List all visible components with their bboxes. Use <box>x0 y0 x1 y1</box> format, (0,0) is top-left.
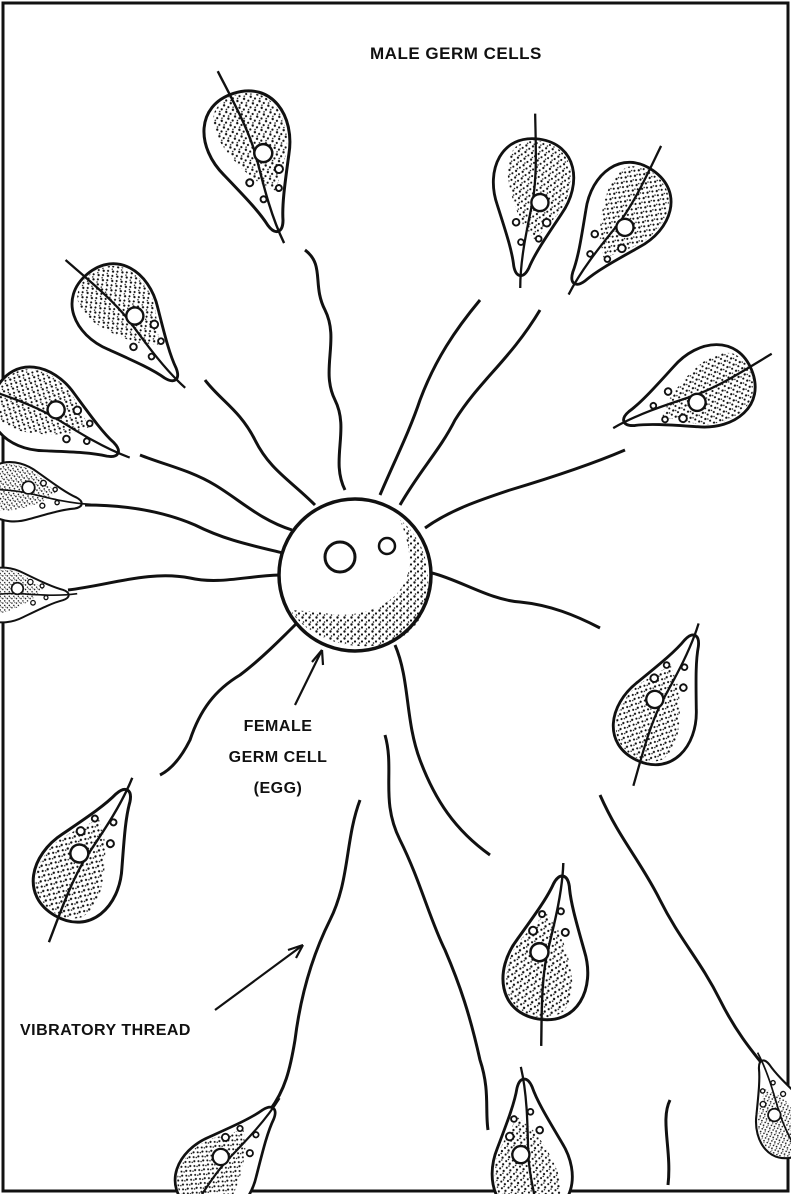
male-cell-7 <box>0 454 96 534</box>
tail-top-right-1 <box>380 300 480 495</box>
tail-lower-right <box>395 645 490 855</box>
vibratory-pointer-line <box>215 945 303 1010</box>
tail-upper-left <box>205 380 315 505</box>
male-cell-13 <box>483 1063 578 1194</box>
tail-left-3 <box>68 575 282 590</box>
tail-right-1 <box>425 450 625 528</box>
female-germ-cell-label: FEMALE GERM CELL (EGG) <box>223 711 333 804</box>
male-cell-2 <box>479 109 583 293</box>
tail-left-1 <box>140 455 292 530</box>
male-cell-10 <box>5 758 170 960</box>
male-cell-14 <box>731 1042 791 1183</box>
tail-right-2 <box>432 573 600 628</box>
male-cell-12 <box>145 1075 310 1194</box>
tail-bottom-stub <box>666 1100 670 1185</box>
female-label-line-1: FEMALE <box>223 711 333 742</box>
tail-top-right-2 <box>400 310 540 505</box>
female-germ-cell <box>279 499 431 651</box>
tail-bottom-right <box>600 795 775 1080</box>
male-germ-cells-label: MALE GERM CELLS <box>370 44 542 64</box>
tail-bottom-left <box>270 800 360 1110</box>
female-label-line-3: (EGG) <box>223 773 333 804</box>
female-pointer-line <box>295 650 322 705</box>
female-label-line-2: GERM CELL <box>223 742 333 773</box>
male-cell-11 <box>492 856 607 1052</box>
pointer-arrows <box>215 650 323 1010</box>
vibratory-thread-label: VIBRATORY THREAD <box>20 1022 191 1040</box>
male-cell-8 <box>0 568 77 623</box>
male-cell-1 <box>185 56 322 257</box>
tail-top <box>305 250 345 490</box>
male-cell-5 <box>597 324 789 464</box>
male-cell-9 <box>590 607 736 799</box>
